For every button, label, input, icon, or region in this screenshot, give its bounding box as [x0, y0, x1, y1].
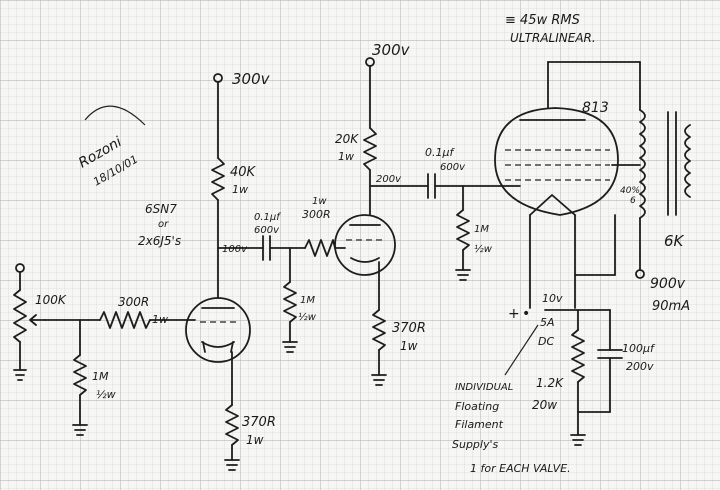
label-pot: 100K	[35, 293, 67, 307]
label-v-node-2: 200v	[376, 174, 402, 185]
supply-note-5: 1 for EACH VALVE.	[470, 462, 571, 475]
driver-tube	[185, 297, 251, 363]
label-minus: •	[522, 306, 530, 322]
label-r-grid-leak-1a: 1M	[92, 370, 109, 383]
supply-hv-current: 90mA	[652, 299, 690, 314]
supply-b1: 300v	[232, 70, 271, 88]
label-v-node-1: 100v	[222, 244, 248, 255]
label-tap-sub: 6	[630, 196, 636, 206]
label-c-bias-b: 200v	[626, 360, 654, 373]
label-r-plate-2b: 1w	[338, 150, 354, 163]
label-filament-current: 5A	[540, 316, 555, 329]
label-transformer: 6K	[664, 232, 685, 250]
output-tube	[494, 107, 619, 216]
annotations: ≡ 45w RMS ULTRALINEAR. Rozoni 18/10/01 6…	[35, 13, 690, 475]
note-ultralinear: ULTRALINEAR.	[510, 31, 596, 45]
label-r-cathode-2a: 370R	[392, 321, 426, 336]
label-c-couple-1a: 0.1µf	[254, 212, 281, 223]
label-r-plate-1b: 1w	[232, 183, 248, 196]
label-filament-voltage: 10v	[542, 292, 563, 305]
output-tube-type: 813	[582, 100, 609, 116]
label-tap-percent: 40%	[620, 186, 640, 196]
label-r-plate-1a: 40K	[230, 165, 257, 180]
input-potentiometer	[13, 263, 46, 381]
label-r-grid-stop-2-w: 1w	[312, 196, 327, 207]
label-c-couple-2b: 600v	[440, 162, 466, 173]
label-r-grid-leak-1b: ½w	[96, 388, 116, 401]
label-plus: +	[508, 306, 520, 322]
label-r-grid-stop-2: 300R	[302, 208, 331, 221]
label-r-cathode-2b: 1w	[400, 339, 418, 353]
second-stage-tube	[334, 214, 396, 276]
label-r-grid-leak-3b: ½w	[474, 243, 493, 255]
driver-tube-alt: 2x6J5's	[138, 234, 181, 248]
supply-hv-voltage: 900v	[650, 276, 686, 292]
supply-note-1: INDIVIDUAL	[455, 382, 513, 393]
supply-note-2: Floating	[455, 400, 499, 413]
driver-tube-type: 6SN7	[145, 202, 177, 216]
label-r-cathode-1b: 1w	[246, 433, 264, 447]
label-c-bias-a: 100µf	[622, 342, 656, 355]
driver-tube-or: or	[158, 219, 169, 230]
label-r-bias-b: 20w	[532, 398, 557, 412]
schematic-wiring	[13, 57, 691, 471]
supply-note-3: Filament	[455, 418, 504, 431]
label-r-plate-2a: 20K	[335, 132, 359, 146]
label-r-bias-a: 1.2K	[536, 376, 564, 390]
label-r-grid-stop-1: 300R	[118, 295, 149, 309]
label-r-grid-leak-2b: ½w	[298, 311, 317, 323]
label-r-grid-leak-2a: 1M	[300, 295, 315, 306]
supply-note-4: Supply's	[452, 438, 499, 451]
label-r-grid-leak-3a: 1M	[474, 224, 489, 235]
label-filament-dc: DC	[538, 335, 554, 348]
label-c-couple-2a: 0.1µf	[425, 146, 455, 159]
label-r-grid-stop-1-w: 1w	[152, 313, 168, 326]
label-r-cathode-1a: 370R	[242, 415, 276, 430]
label-c-couple-1b: 600v	[254, 225, 280, 236]
supply-b2: 300v	[372, 41, 411, 59]
note-power: ≡ 45w RMS	[505, 13, 580, 28]
